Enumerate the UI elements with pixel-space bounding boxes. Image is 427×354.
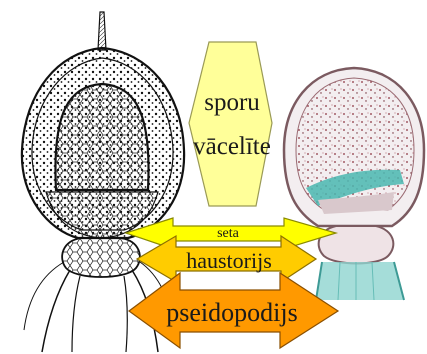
pseidopodijs-label: pseidopodijs bbox=[166, 298, 297, 327]
columella-tissue bbox=[55, 84, 148, 190]
capsule-apex bbox=[98, 12, 106, 50]
sporu-vacelite-arrow bbox=[189, 42, 272, 206]
capsule-foot bbox=[62, 238, 140, 277]
vacelite-label: vācelīte bbox=[193, 133, 271, 160]
haustorijs-label: haustorijs bbox=[186, 248, 272, 273]
sporu-label: sporu bbox=[204, 89, 260, 116]
seta-label: seta bbox=[217, 226, 240, 241]
